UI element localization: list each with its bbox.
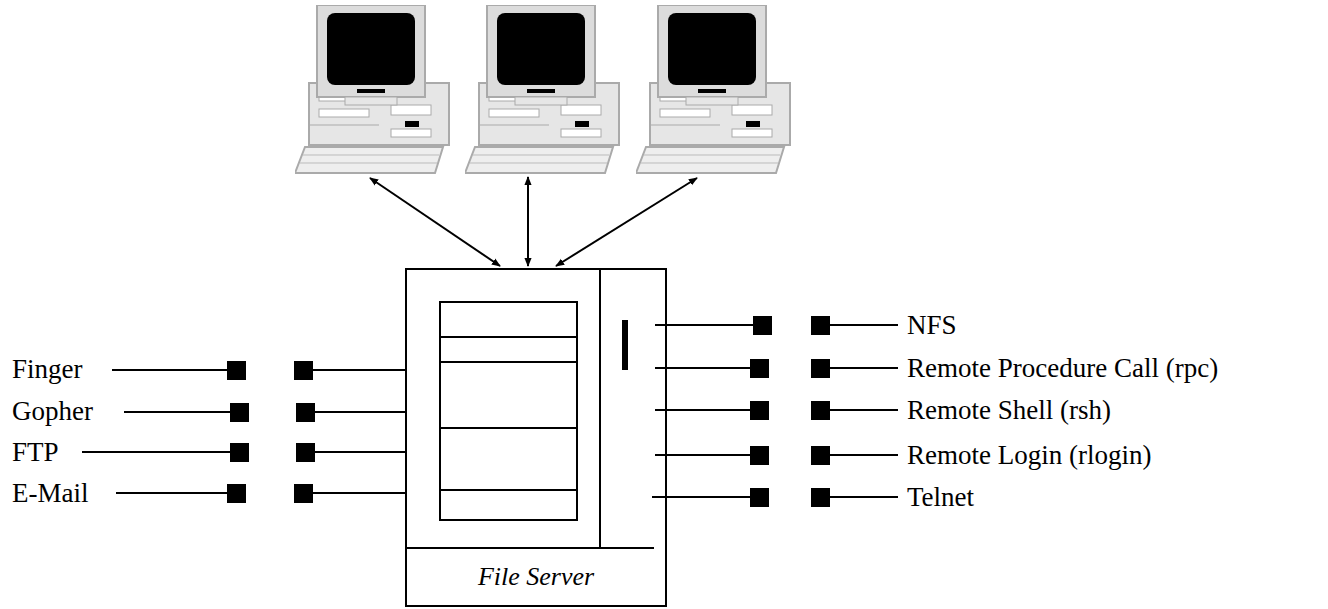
service-label: Telnet — [907, 484, 974, 511]
service-lines-right — [652, 325, 898, 497]
service-label: Remote Shell (rsh) — [907, 397, 1111, 424]
workstation — [295, 5, 449, 173]
service-label: E-Mail — [12, 480, 88, 507]
link-arrow — [527, 177, 529, 266]
service-label: Remote Login (rlogin) — [907, 442, 1151, 469]
service-label: Remote Procedure Call (rpc) — [907, 355, 1218, 382]
power-switch — [622, 320, 628, 370]
service-label: NFS — [907, 312, 957, 339]
plug-squares-right — [750, 316, 830, 507]
service-label: FTP — [12, 439, 59, 466]
server-box: File Server — [405, 268, 667, 607]
workstation — [465, 5, 619, 173]
link-arrow — [556, 178, 697, 266]
server-label: File Server — [407, 548, 665, 605]
plug-squares-left — [227, 361, 315, 503]
link-arrow — [370, 178, 500, 266]
service-lines-left — [82, 370, 405, 493]
service-label: Finger — [12, 356, 83, 383]
server-detail — [406, 269, 654, 548]
workstation — [636, 5, 790, 173]
service-label: Gopher — [12, 398, 93, 425]
